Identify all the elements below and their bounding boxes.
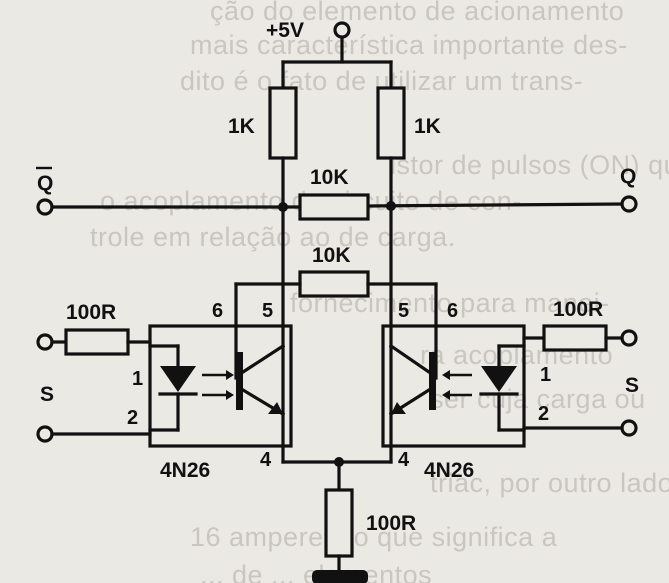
- bg-text-line: 16 amperes, o que significa a: [190, 522, 558, 552]
- q-label: Q: [620, 165, 636, 188]
- left-opto-label: 4N26: [160, 459, 210, 482]
- right-pin4-label: 4: [398, 449, 410, 471]
- right-emitter-arrow-icon: [391, 402, 406, 414]
- bg-text-line: trole em relação ao de carga.: [90, 222, 456, 252]
- s-right-label: S: [625, 374, 639, 397]
- left-optocoupler: 6 5 4 1 2 4N26: [127, 300, 293, 482]
- vcc-supply: +5V: [266, 19, 393, 90]
- r-emitter-label: 100R: [366, 512, 416, 535]
- bg-text-line: ção do elemento de acionamento: [210, 0, 625, 26]
- right-pin1-label: 1: [540, 364, 551, 386]
- right-opto-label: 4N26: [424, 459, 474, 482]
- right-transistor-base: [429, 352, 436, 410]
- r-mid-cross-label: 10K: [312, 244, 351, 267]
- mid-cross-network: 10K: [234, 244, 438, 380]
- bg-text-line: triac, por outro lado, pode ser: [430, 468, 669, 498]
- right-input: 100R S: [522, 298, 639, 437]
- right-pin6-label: 6: [447, 300, 458, 322]
- resistor-1k-left: [268, 86, 298, 160]
- bg-text-line: ser cuja carga ou: [430, 384, 646, 414]
- vcc-label: +5V: [266, 19, 304, 42]
- resistor-100r-emitter: [324, 488, 354, 558]
- left-pin6-label: 6: [212, 300, 223, 322]
- resistor-100r-right: [542, 324, 608, 352]
- resistor-10k-mid: [298, 270, 370, 298]
- left-transistor-base: [236, 352, 243, 410]
- left-led-icon: [160, 366, 196, 392]
- bg-text-line: istor de pulsos (ON) que: [390, 150, 669, 180]
- s-left-label: S: [40, 383, 54, 406]
- r-left-input-label: 100R: [66, 301, 116, 324]
- right-optocoupler: 5 6 4 1 2 4N26: [381, 300, 551, 482]
- emitter-ground: 100R: [281, 457, 416, 583]
- left-input: 100R S: [36, 301, 152, 443]
- right-led-icon: [481, 366, 517, 392]
- left-pin1-label: 1: [132, 368, 143, 390]
- output-line: 10K Q Q: [36, 165, 638, 221]
- r-right-pullup-label: 1K: [414, 115, 441, 138]
- left-emitter-arrow-icon: [268, 402, 283, 414]
- r-top-cross-label: 10K: [310, 166, 349, 189]
- bg-text-line: mais característica importante des-: [190, 30, 628, 60]
- resistor-1k-right: [376, 86, 406, 160]
- left-pin2-label: 2: [127, 407, 138, 429]
- ground-icon: [312, 570, 368, 583]
- left-pin5-label: 5: [262, 300, 273, 322]
- resistor-100r-left: [64, 328, 130, 356]
- r-left-pullup-label: 1K: [228, 115, 255, 138]
- right-pin2-label: 2: [538, 403, 549, 425]
- right-pin5-label: 5: [398, 300, 409, 322]
- r-right-input-label: 100R: [553, 298, 603, 321]
- left-pin4-label: 4: [260, 449, 272, 471]
- q-bar-label: Q: [37, 172, 53, 195]
- resistor-10k-top: [298, 193, 370, 221]
